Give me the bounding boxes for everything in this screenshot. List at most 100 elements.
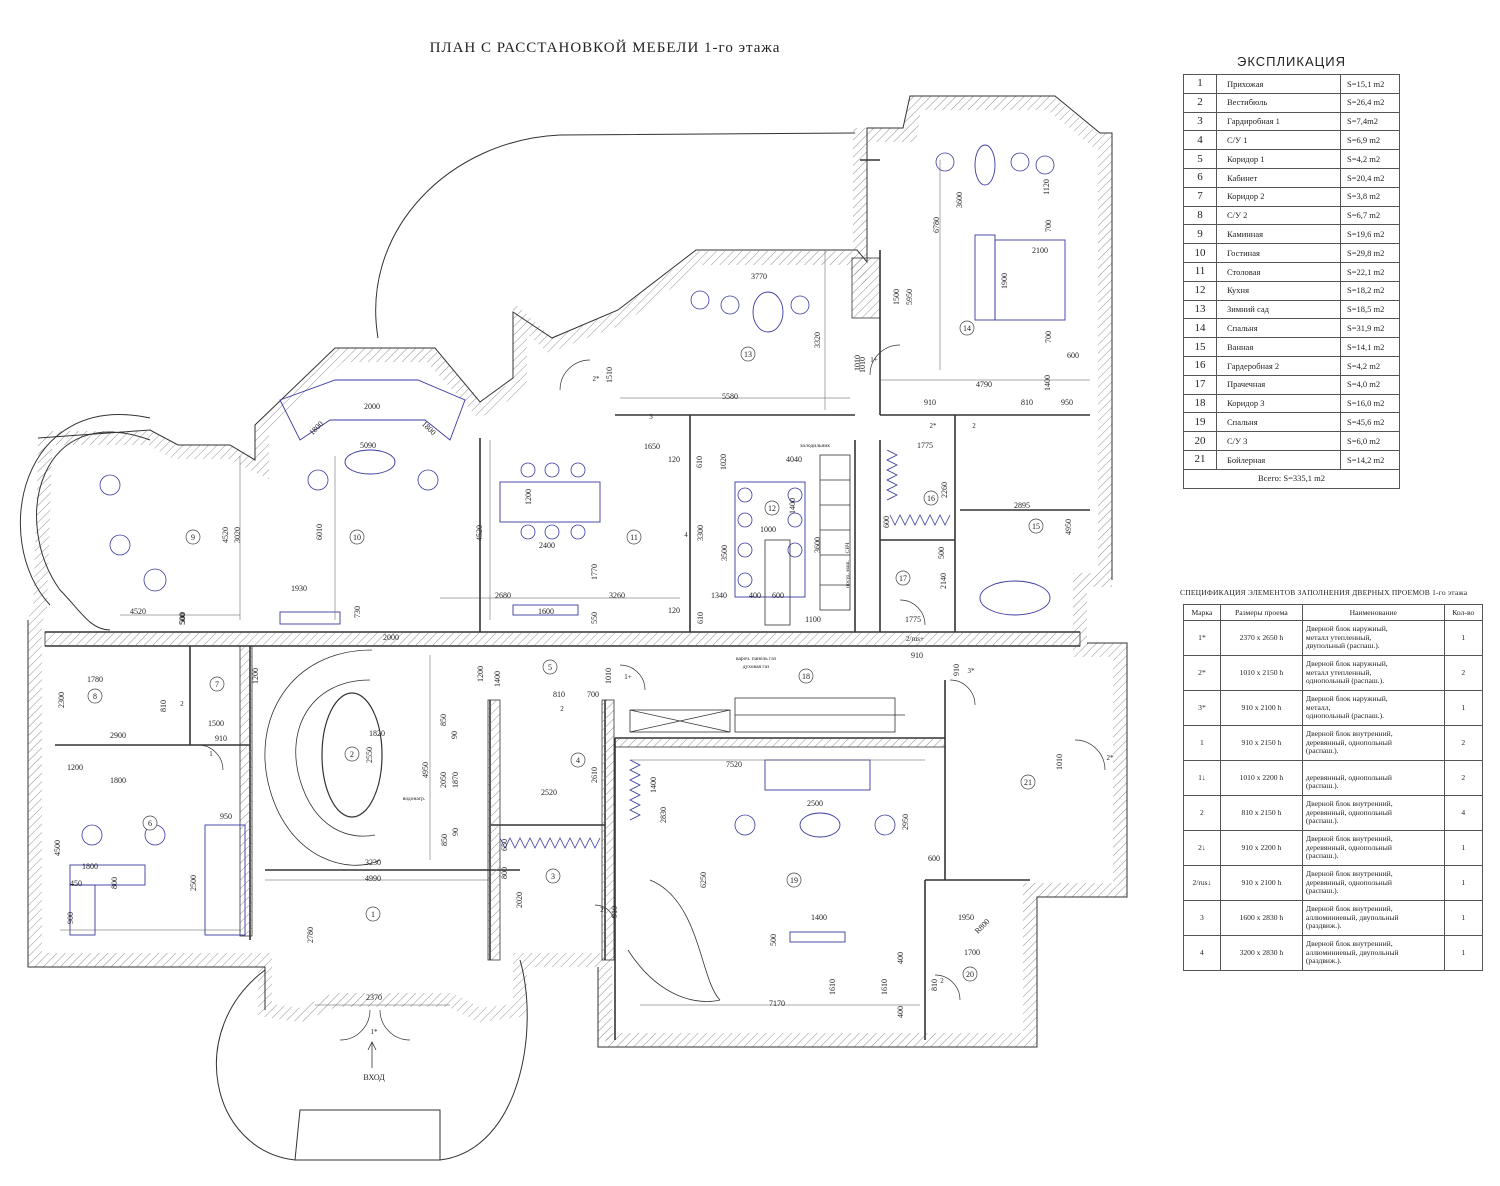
- door-mark: 2*: [930, 422, 938, 430]
- room-number-circle: [959, 320, 975, 336]
- dimension-value: 910: [924, 398, 936, 407]
- drawing-title: ПЛАН С РАССТАНОВКОЙ МЕБЕЛИ 1-го этажа: [429, 40, 781, 56]
- dimension-value: 600: [1067, 351, 1079, 360]
- explication-cell-area: S=18,5 m2: [1340, 299, 1400, 320]
- spec-cell-qty: 4: [1443, 795, 1484, 831]
- dimension-value: 810: [930, 979, 939, 991]
- spec-cell-qty: 1: [1443, 690, 1484, 726]
- dimension-value: 2400: [539, 541, 555, 550]
- room-number-circle: [895, 570, 911, 586]
- explication-cell-n: 9: [1183, 224, 1217, 245]
- dimension-value: 3320: [813, 332, 822, 348]
- dimension-value: 90: [451, 828, 460, 836]
- dimension-value: 400: [896, 1006, 905, 1018]
- explication-cell-area: S=14,2 m2: [1340, 449, 1400, 470]
- explication-cell-n: 16: [1183, 355, 1217, 376]
- spec-cell-size: 810 x 2150 h: [1219, 795, 1303, 831]
- spec-cell-desc: Дверной блок внутренний, аллюминиевый, д…: [1301, 900, 1445, 936]
- dimension-value: 3600: [813, 537, 822, 553]
- explication-cell-name: Коридор 1: [1216, 149, 1341, 169]
- dimension-value: 730: [353, 606, 362, 618]
- dimension-value: 3500: [720, 545, 729, 561]
- explication-cell-area: S=26,4 m2: [1340, 92, 1400, 113]
- room-number-circle: [764, 500, 780, 516]
- room-number: 11: [630, 533, 638, 542]
- spec-cell-size: 1010 x 2200 h: [1219, 760, 1303, 796]
- explication-cell-name: Кухня: [1216, 280, 1341, 301]
- room-number: 9: [191, 533, 195, 542]
- dimension-value: 1500: [892, 289, 901, 305]
- explication-cell-area: S=14,1 m2: [1340, 337, 1400, 357]
- exterior-wall-lines: [27, 95, 1128, 1048]
- explication-cell-name: Гардиробная 1: [1216, 111, 1341, 132]
- explication-cell-n: 15: [1183, 337, 1217, 357]
- explication-cell-area: S=3,8 m2: [1340, 186, 1400, 207]
- room-number-circle: [185, 529, 201, 545]
- dimension-value: 700: [1044, 331, 1053, 343]
- explication-cell-area: S=45,6 m2: [1340, 412, 1400, 433]
- dimension-value: 1800: [307, 419, 325, 437]
- explication-cell-n: 8: [1183, 205, 1217, 226]
- room-number: 1: [371, 910, 375, 919]
- dimension-value: 2000: [364, 402, 380, 411]
- explication-cell-name: Гардеробная 2: [1216, 355, 1341, 376]
- door-mark: 2: [180, 700, 184, 708]
- appliance-label: посуд. маш.: [845, 560, 851, 588]
- interior-walls: [45, 159, 1090, 1040]
- dimension-value: 5580: [722, 392, 738, 401]
- dimension-value: 1120: [1042, 179, 1051, 195]
- room-number-circle: [142, 815, 158, 831]
- spec-cell-size: 1600 x 2830 h: [1219, 900, 1303, 936]
- garden-arc: [375, 132, 856, 339]
- dimension-value: 1010: [853, 355, 862, 371]
- spec-cell-mark: 3: [1183, 900, 1221, 936]
- spec-cell-qty: 1: [1443, 900, 1484, 936]
- dimension-value: 910: [911, 651, 923, 660]
- dimension-value: 850: [439, 714, 448, 726]
- room-number: 15: [1032, 522, 1040, 531]
- door-mark: 4: [684, 531, 688, 539]
- dimension-value: 4990: [365, 874, 381, 883]
- dimension-value: 1200: [67, 763, 83, 772]
- dimension-value: 2300: [57, 692, 66, 708]
- dimension-value: 2260: [940, 482, 949, 498]
- explication-cell-name: Бойлерная: [1216, 449, 1341, 470]
- room-number: 20: [966, 970, 974, 979]
- explication-cell-n: 19: [1183, 412, 1217, 433]
- explication-cell-area: S=29,8 m2: [1340, 243, 1400, 263]
- dimension-value: 910: [952, 664, 961, 676]
- explication-cell-area: S=15,1 m2: [1340, 74, 1400, 94]
- room-number: 13: [744, 350, 752, 359]
- dimension-value: 1340: [711, 591, 727, 600]
- spec-cell-size: 1010 x 2150 h: [1219, 655, 1303, 691]
- spec-cell-mark: 1: [1183, 725, 1221, 761]
- dimension-value: 1200: [524, 489, 533, 505]
- appliance-label: духовая газ: [743, 664, 770, 670]
- room-number-circle: [798, 668, 814, 684]
- dimension-value: 2680: [495, 591, 511, 600]
- explication-cell-n: 7: [1183, 186, 1217, 207]
- explication-cell-name: С/У 2: [1216, 205, 1341, 226]
- explication-total: Всего: S=335,1 m2: [1183, 468, 1400, 489]
- room-number: 6: [148, 819, 152, 828]
- dimension-value: 4520: [475, 525, 484, 541]
- explication-cell-area: S=20,4 m2: [1340, 167, 1400, 188]
- dimension-value: 500: [937, 547, 946, 559]
- explication-cell-name: Коридор 3: [1216, 393, 1341, 414]
- dimension-value: 600: [882, 516, 891, 528]
- dimension-value: 700: [587, 690, 599, 699]
- spec-cell-qty: 2: [1443, 725, 1484, 761]
- dimension-value: 2370: [366, 993, 382, 1002]
- dimension-value: 1950: [958, 913, 974, 922]
